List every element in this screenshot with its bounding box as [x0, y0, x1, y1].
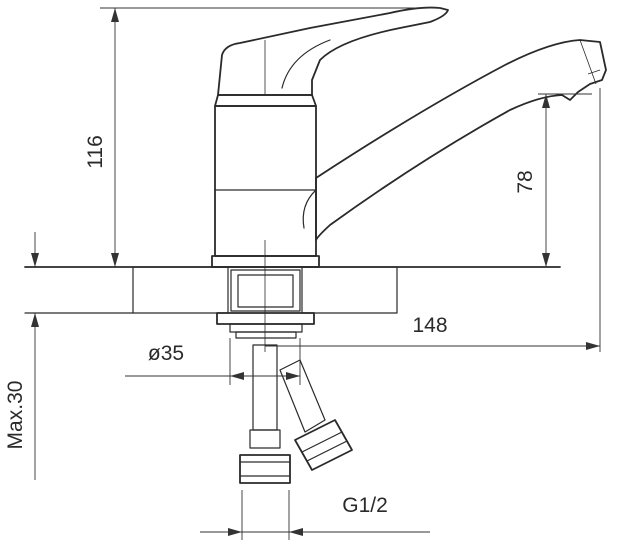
dimension-label-thread: G1/2 [342, 494, 388, 517]
hose-angled [279, 359, 326, 433]
dimension-base-diameter: ø35 [125, 338, 301, 385]
hose-nut-left [239, 454, 291, 484]
faucet-column [214, 105, 317, 257]
countertop-right-hatch [301, 266, 398, 314]
dimension-thread: G1/2 [200, 490, 430, 540]
mounting-hardware [216, 240, 315, 352]
dimension-label-78: 78 [514, 170, 537, 193]
dimension-label-148: 148 [412, 314, 447, 337]
dimension-label-116: 116 [84, 135, 107, 168]
spout [315, 39, 607, 241]
countertop-left-hatch [132, 266, 229, 314]
faucet-body [211, 6, 607, 268]
dimension-max-thickness: Max.30 [4, 232, 39, 480]
dimension-label-diameter: ø35 [148, 342, 184, 365]
hose-nut-right [294, 419, 353, 471]
dimension-spout-reach: 148 [265, 88, 601, 352]
lever-handle [217, 6, 449, 96]
dimension-label-max30: Max.30 [4, 381, 27, 450]
hose-vertical [252, 344, 278, 431]
dimension-spout-height: 78 [514, 93, 592, 267]
dimension-height-total: 116 [84, 7, 440, 267]
supply-hoses [239, 344, 353, 484]
